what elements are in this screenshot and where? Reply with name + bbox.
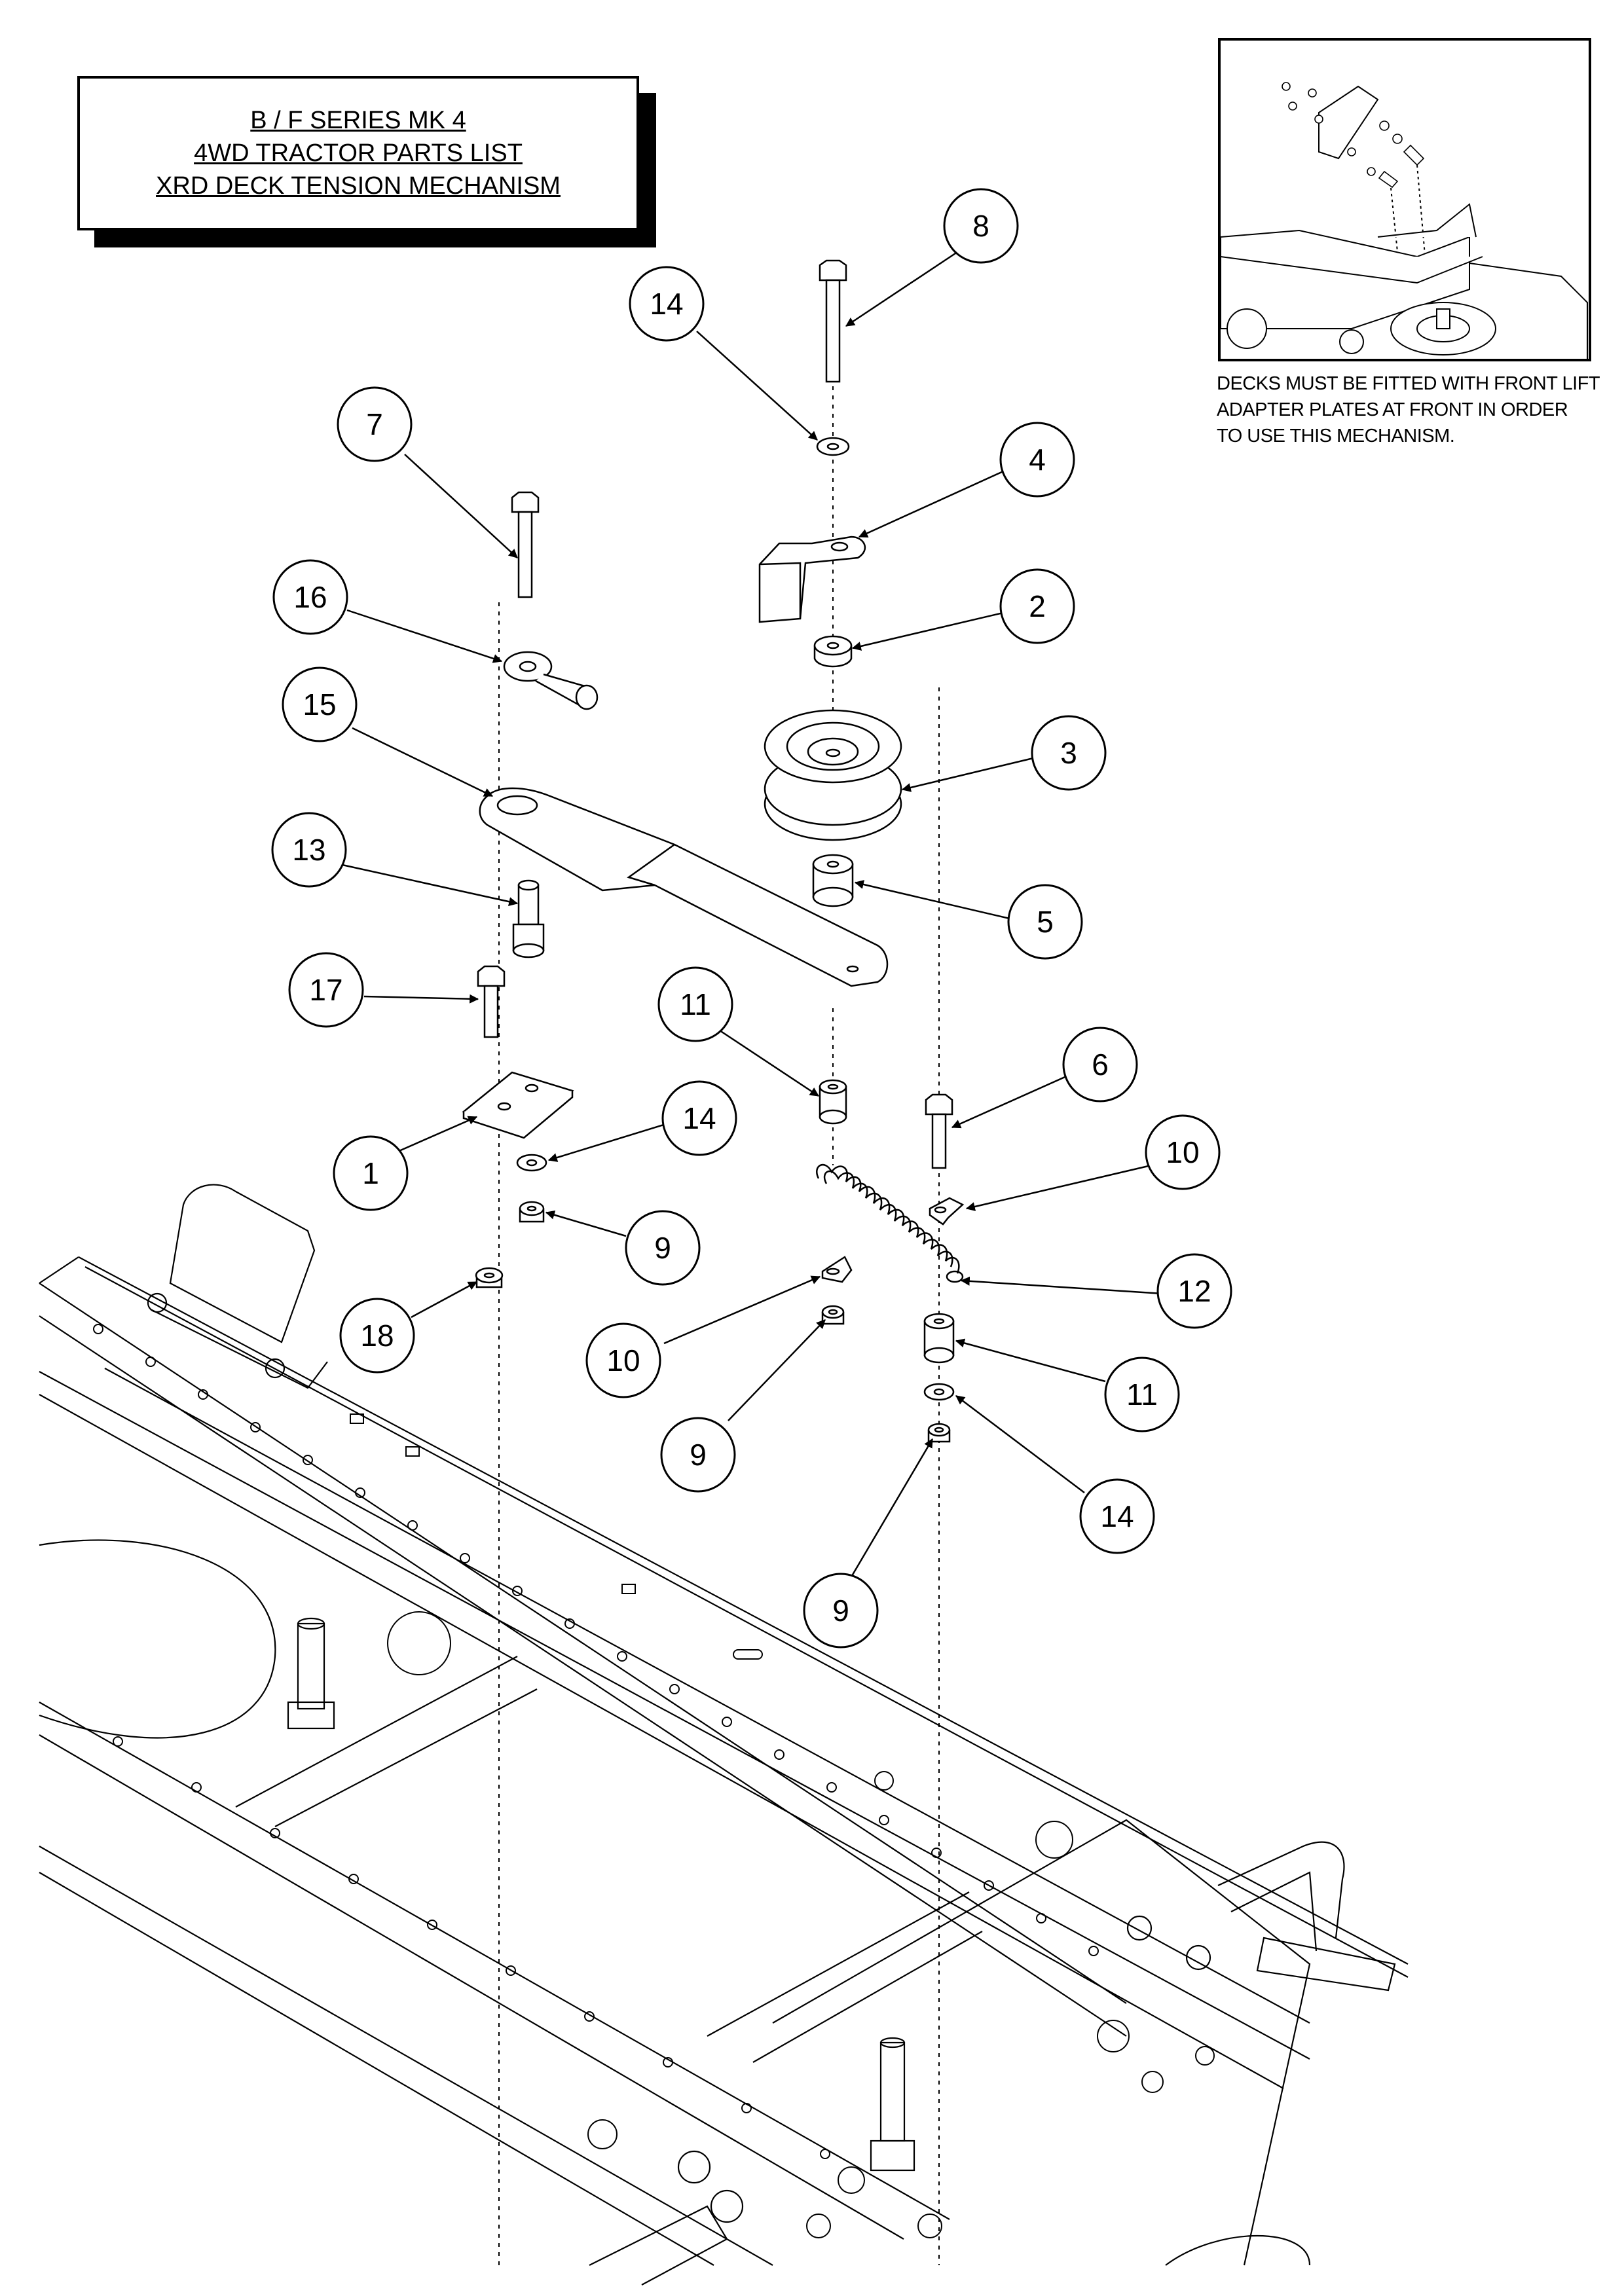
chassis-frame — [39, 1184, 1409, 2286]
callout-number: 14 — [650, 287, 683, 321]
title-series: B / F SERIES MK 4 — [250, 107, 466, 134]
inset-detail-view — [1218, 38, 1591, 361]
part-6-bolt — [925, 1093, 953, 1169]
callout-number: 11 — [680, 987, 711, 1021]
callout-balloon — [1079, 1478, 1155, 1554]
callout-balloon — [333, 1135, 409, 1211]
callout-number: 1 — [362, 1156, 379, 1190]
inset-adapter-plate-drawing — [1221, 82, 1588, 359]
leader-lines — [339, 249, 1164, 1580]
callout-number: 10 — [1166, 1135, 1199, 1169]
part-7-bolt — [511, 491, 540, 598]
inset-note-line: ADAPTER PLATES AT FRONT IN ORDER — [1217, 399, 1568, 420]
callout-balloon — [271, 812, 347, 888]
callout-balloon — [288, 952, 364, 1028]
part-17-bolt — [477, 965, 506, 1038]
callout-number: 3 — [1060, 736, 1077, 770]
callout-balloon — [629, 266, 705, 342]
callout-balloon — [999, 568, 1075, 644]
callout-number: 2 — [1029, 589, 1046, 623]
callout-balloon — [585, 1322, 661, 1398]
callout-balloon — [337, 386, 413, 462]
title-block: B / F SERIES MK 4 4WD TRACTOR PARTS LIST… — [77, 76, 639, 230]
part-9-nut — [821, 1305, 845, 1325]
callout-balloon — [660, 1417, 736, 1493]
part-9-nut — [519, 1201, 545, 1223]
title-mechanism: XRD DECK TENSION MECHANISM — [156, 172, 561, 200]
inset-note-line: TO USE THIS MECHANISM. — [1217, 426, 1455, 446]
callout-balloon — [272, 559, 348, 635]
callout-balloon — [1156, 1253, 1232, 1329]
callout-number: 11 — [1126, 1377, 1158, 1412]
callout-number: 9 — [832, 1594, 849, 1628]
part-13-spacer — [512, 879, 545, 958]
callout-number: 9 — [690, 1438, 707, 1472]
part-18-nut — [475, 1267, 504, 1288]
part-14-washer — [516, 1154, 547, 1172]
callout-number: 5 — [1037, 905, 1054, 939]
part-15-tension-arm — [479, 787, 889, 987]
part-1-plate — [462, 1071, 574, 1139]
callout-balloon — [943, 188, 1019, 264]
title-parts-list: 4WD TRACTOR PARTS LIST — [194, 139, 523, 167]
callout-number: 14 — [682, 1101, 716, 1135]
part-9-nut — [927, 1423, 951, 1443]
callout-balloon — [661, 1080, 737, 1156]
callout-balloon — [1031, 715, 1107, 791]
part-8-bolt — [819, 259, 847, 383]
part-5-spacer — [812, 854, 854, 907]
callout-balloon — [1062, 1027, 1138, 1102]
callout-number: 18 — [360, 1319, 394, 1353]
callout-balloon — [1145, 1114, 1221, 1190]
callout-balloon — [339, 1298, 415, 1374]
callout-number: 16 — [293, 580, 327, 614]
part-10-clip — [929, 1197, 965, 1226]
part-10-clip — [821, 1256, 853, 1283]
callout-number: 8 — [972, 209, 989, 243]
callout-number: 12 — [1177, 1274, 1211, 1308]
callout-balloon — [657, 966, 733, 1042]
part-4-bracket — [758, 536, 866, 623]
callout-number: 10 — [606, 1343, 640, 1377]
callout-number: 7 — [366, 407, 383, 441]
callout-balloon — [999, 422, 1075, 498]
part-3-pulley — [764, 709, 902, 841]
part-14-washer — [816, 437, 850, 456]
callout-number: 13 — [292, 833, 325, 867]
callout-balloon — [625, 1210, 701, 1286]
inset-note: DECKS MUST BE FITTED WITH FRONT LIFT ADA… — [1217, 371, 1610, 449]
callout-balloon — [803, 1573, 879, 1649]
part-11-spacer — [819, 1079, 847, 1125]
callout-number: 15 — [303, 687, 336, 721]
callout-number: 9 — [654, 1231, 671, 1265]
callout-number: 6 — [1092, 1048, 1109, 1082]
part-11-spacer — [923, 1313, 955, 1364]
callout-number: 4 — [1029, 443, 1046, 477]
callout-number: 17 — [309, 973, 342, 1007]
callout-number: 14 — [1100, 1499, 1134, 1533]
part-16-rod-end — [503, 651, 599, 710]
callout-balloon — [1104, 1357, 1180, 1432]
part-14-washer — [923, 1383, 955, 1401]
part-2-spacer — [813, 635, 853, 668]
callout-balloon — [1007, 884, 1083, 960]
callout-balloon — [282, 666, 358, 742]
alignment-centerlines — [498, 340, 940, 2265]
inset-note-line: DECKS MUST BE FITTED WITH FRONT LIFT — [1217, 373, 1600, 394]
